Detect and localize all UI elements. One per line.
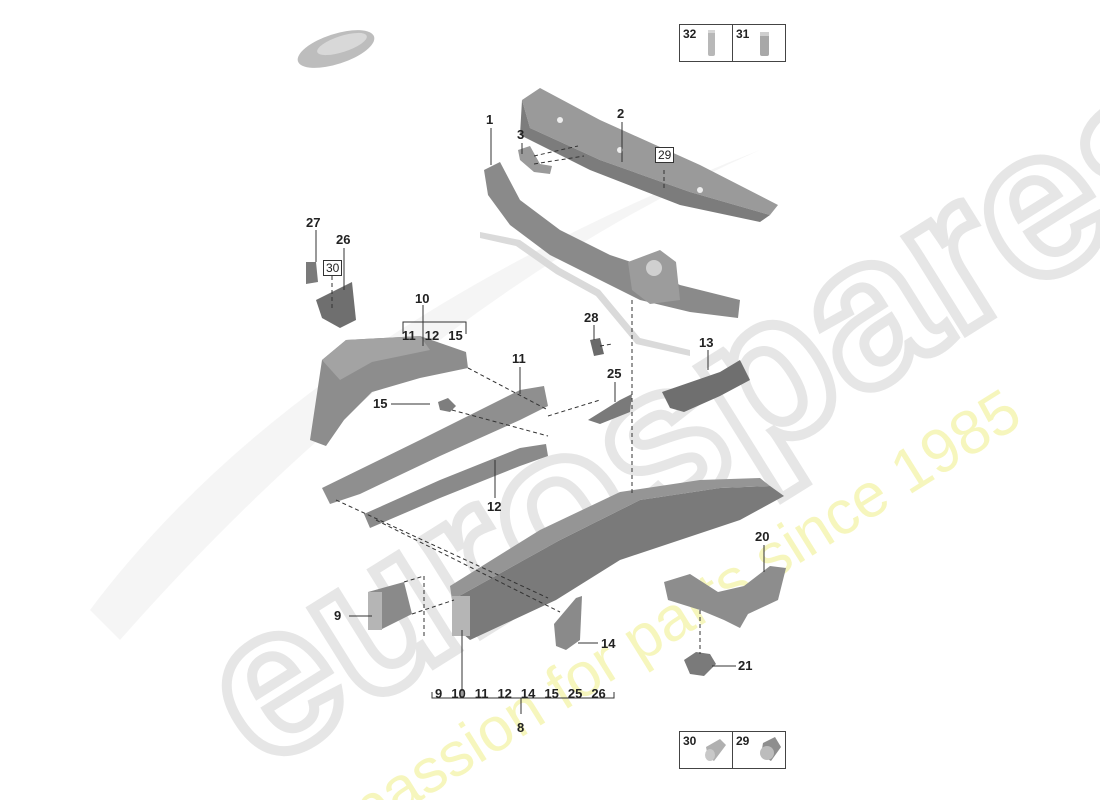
part-3-bracket[interactable]	[518, 146, 552, 174]
legend-bottom: 30 29	[679, 731, 786, 769]
group-10-child-12[interactable]: 12	[424, 328, 440, 343]
callout-29-boxed[interactable]: 29	[655, 147, 675, 163]
group-8-child-25[interactable]: 25	[567, 686, 583, 701]
callout-2[interactable]: 2	[617, 106, 625, 121]
part-26-bracket[interactable]	[316, 282, 356, 328]
group-8-children: 9 10 11 12 14 15 25 26	[435, 686, 606, 701]
part-8-longitudinal-member[interactable]	[450, 478, 784, 640]
part-12-rail[interactable]	[364, 444, 548, 528]
group-8-child-12[interactable]: 12	[497, 686, 512, 701]
part-28-clip[interactable]	[590, 338, 604, 356]
part-14-bracket[interactable]	[554, 596, 582, 650]
part-25-bracket[interactable]	[588, 394, 632, 424]
stud-icon	[760, 32, 769, 56]
group-10-child-15[interactable]: 15	[448, 328, 463, 343]
callout-28[interactable]: 28	[584, 310, 599, 325]
legend-num: 30	[683, 734, 697, 748]
pin-icon	[708, 30, 715, 56]
leader-lines	[315, 122, 765, 714]
part-1-curved-member[interactable]	[480, 162, 740, 356]
group-8-parent[interactable]: 8	[517, 720, 525, 735]
group-8-child-11[interactable]: 11	[474, 686, 489, 701]
legend-top: 32 31	[679, 24, 786, 62]
group-10-children: 11 12 15	[402, 328, 463, 343]
rivet-nut-icon	[705, 739, 726, 761]
group-8-child-10[interactable]: 10	[451, 686, 466, 701]
callout-26[interactable]: 26	[336, 232, 351, 247]
legend-num: 29	[736, 734, 750, 748]
legend-item-30[interactable]: 30	[680, 732, 732, 768]
callout-1[interactable]: 1	[486, 112, 494, 127]
callout-15[interactable]: 15	[373, 396, 388, 411]
legend-item-29[interactable]: 29	[732, 732, 785, 768]
group-8-child-14[interactable]: 14	[520, 686, 536, 701]
legend-item-31[interactable]: 31	[732, 25, 785, 61]
callout-20[interactable]: 20	[755, 529, 770, 544]
group-10-parent[interactable]: 10	[415, 291, 430, 306]
group-8-child-15[interactable]: 15	[544, 686, 559, 701]
callout-25[interactable]: 25	[607, 366, 622, 381]
callout-12[interactable]: 12	[487, 499, 502, 514]
group-8-child-9[interactable]: 9	[435, 686, 443, 701]
dashed-assembly-lines	[331, 145, 701, 654]
callout-21[interactable]: 21	[738, 658, 753, 673]
legend-num: 31	[736, 27, 750, 41]
part-13-panel[interactable]	[662, 360, 750, 412]
callout-3[interactable]: 3	[517, 127, 525, 142]
callout-27[interactable]: 27	[306, 215, 321, 230]
callout-9[interactable]: 9	[334, 608, 342, 623]
legend-num: 32	[683, 27, 697, 41]
part-21-cup[interactable]	[684, 652, 716, 676]
part-9-crash-box[interactable]	[368, 582, 412, 630]
callout-13[interactable]: 13	[699, 335, 714, 350]
part-27-clip[interactable]	[306, 262, 318, 284]
part-11-rail[interactable]	[322, 386, 548, 504]
legend-item-32[interactable]: 32	[680, 25, 732, 61]
car-silhouette-icon	[297, 30, 375, 68]
callout-14[interactable]: 14	[601, 636, 616, 651]
part-2-cowl-panel[interactable]	[520, 88, 778, 222]
callout-30-boxed[interactable]: 30	[323, 260, 343, 276]
group-8-child-26[interactable]: 26	[591, 686, 606, 701]
group-10-child-11[interactable]: 11	[402, 328, 416, 343]
part-20-bracket[interactable]	[664, 566, 786, 628]
part-10-wheelhouse-member[interactable]	[310, 336, 468, 446]
part-15-clip[interactable]	[438, 398, 456, 412]
callout-11[interactable]: 11	[512, 351, 526, 366]
flanged-nut-icon	[760, 737, 781, 761]
